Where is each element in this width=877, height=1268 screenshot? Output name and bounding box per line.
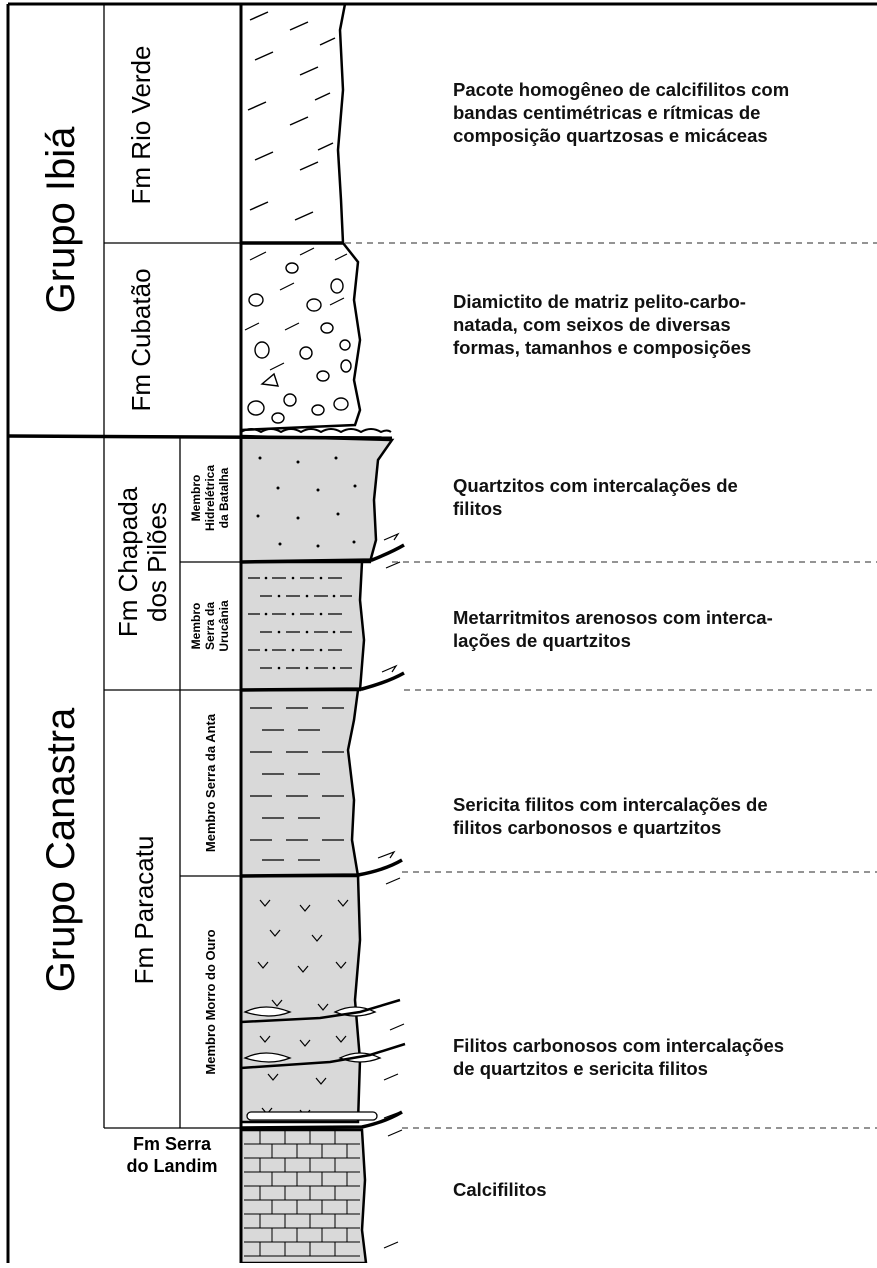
description-morro-ouro: Filitos carbonosos com intercalações de … xyxy=(453,1034,784,1080)
description-landim: Calcifilitos xyxy=(453,1178,547,1201)
column-frame xyxy=(6,2,877,1263)
description-line: filitos xyxy=(453,498,503,519)
diamictite-clasts xyxy=(247,262,352,424)
formation-paracatu-label: Fm Paracatu xyxy=(129,836,159,985)
member-hidreletrica-line1: Membro xyxy=(189,475,203,522)
unit-boundaries xyxy=(7,241,405,1130)
description-line: Calcifilitos xyxy=(453,1179,547,1200)
description-rio-verde: Pacote homogêneo de calcifilitos com ban… xyxy=(453,78,789,147)
correlation-lines xyxy=(345,242,877,1129)
formation-landim-label-line1: Fm Serra xyxy=(133,1134,212,1154)
description-line: composição quartzosas e micáceas xyxy=(453,125,768,146)
description-line: lações de quartzitos xyxy=(453,630,631,651)
formation-rio-verde-label: Fm Rio Verde xyxy=(126,46,156,205)
description-line: Filitos carbonosos com intercalações xyxy=(453,1035,785,1056)
formation-chapada-label-line1: Fm Chapada xyxy=(113,486,143,637)
description-line: bandas centimétricas e rítmicas de xyxy=(453,102,761,123)
description-line: Metarritmitos arenosos com interca- xyxy=(453,607,773,628)
description-line: Sericita filitos com intercalações de xyxy=(453,794,768,815)
metarritmito-dots xyxy=(264,576,336,670)
member-hidreletrica-line3: da Batalha xyxy=(217,467,231,528)
description-hidreletrica: Quartzitos com intercalações de filitos xyxy=(453,474,738,520)
formation-chapada-label-line2: dos Pilões xyxy=(142,502,172,622)
metarritmito-texture xyxy=(248,577,352,669)
diamictite-dashes xyxy=(244,247,348,371)
group-ibia-label: Grupo Ibiá xyxy=(39,126,83,314)
lens-bedding xyxy=(240,998,406,1070)
member-urucania-line2: Serra da xyxy=(203,602,217,650)
member-anta-label: Membro Serra da Anta xyxy=(203,713,218,852)
member-urucania-line1: Membro xyxy=(189,603,203,650)
description-line: Pacote homogêneo de calcifilitos com xyxy=(453,79,790,100)
description-anta: Sericita filitos com intercalações de fi… xyxy=(453,793,768,839)
thrust-arrows xyxy=(377,532,405,1249)
calcifilito-brick-texture xyxy=(244,1130,360,1257)
calcifilito-texture xyxy=(247,11,336,221)
description-line: formas, tamanhos e composições xyxy=(453,337,752,358)
quartzite-dots xyxy=(256,456,357,548)
quartzite-lenses xyxy=(243,1006,382,1121)
filito-texture xyxy=(250,707,344,861)
formation-landim-label-line2: do Landim xyxy=(127,1156,218,1176)
unconformity-line xyxy=(240,428,392,434)
description-line: Diamictito de matriz pelito-carbo- xyxy=(453,291,746,312)
description-line: de quartzitos e sericita filitos xyxy=(453,1058,708,1079)
lithology-column xyxy=(239,2,395,1265)
member-morro-ouro-label: Membro Morro do Ouro xyxy=(203,929,218,1074)
description-line: natada, com seixos de diversas xyxy=(453,314,731,335)
formation-cubatao-label: Fm Cubatão xyxy=(126,268,156,411)
member-hidreletrica-line2: Hidrelétrica xyxy=(203,465,217,531)
description-line: filitos carbonosos e quartzitos xyxy=(453,817,722,838)
member-urucania-line3: Urucânia xyxy=(217,600,231,652)
description-line: Quartzitos com intercalações de xyxy=(453,475,738,496)
description-urucania: Metarritmitos arenosos com interca- laçõ… xyxy=(453,606,773,652)
group-canastra-label: Grupo Canastra xyxy=(39,707,83,992)
description-cubatao: Diamictito de matriz pelito-carbo- natad… xyxy=(453,290,751,359)
carbonaceous-texture xyxy=(257,899,349,1117)
